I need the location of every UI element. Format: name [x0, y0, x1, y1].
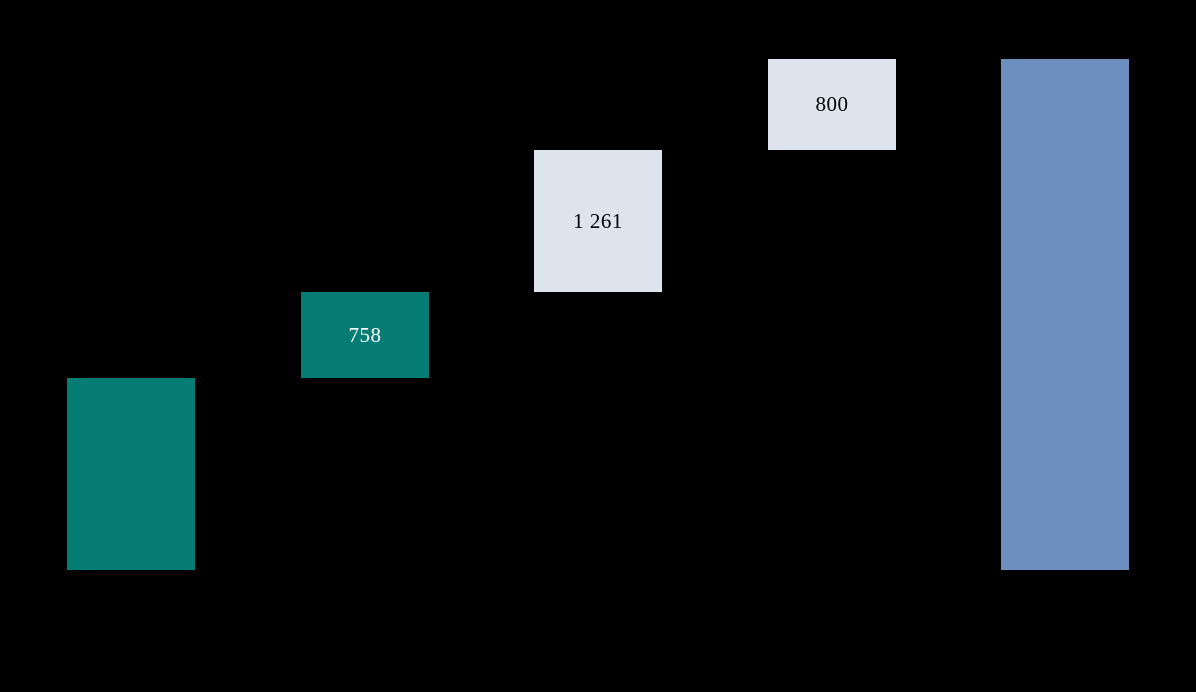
waterfall-bar-1	[67, 377, 195, 570]
waterfall-bar-2: 758	[301, 292, 429, 378]
bar-value-label: 1 261	[573, 208, 623, 233]
waterfall-bar-3: 1 261	[534, 149, 662, 293]
bar-value-label: 758	[348, 322, 382, 347]
waterfall-total-bar	[1001, 59, 1129, 570]
bar-value-label: 800	[815, 92, 849, 117]
waterfall-bar-4: 800	[768, 59, 896, 150]
